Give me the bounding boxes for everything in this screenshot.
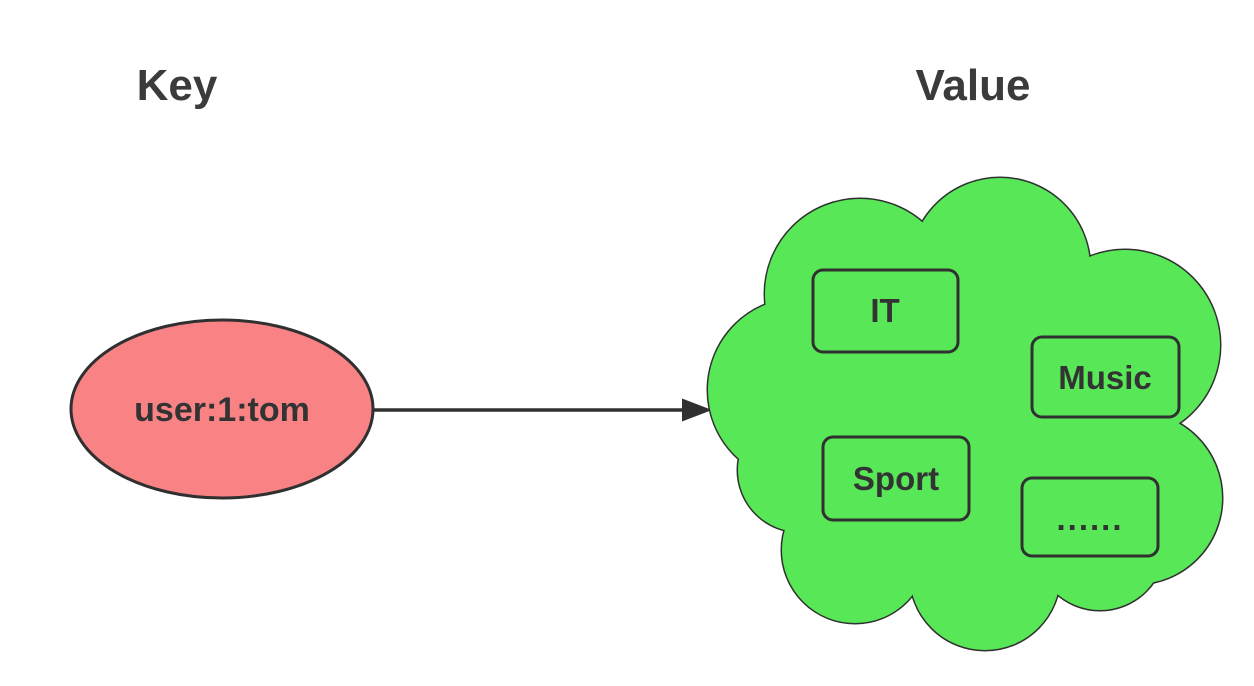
- key-node-label: user:1:tom: [134, 391, 310, 429]
- tag-box-shape: [1020, 476, 1160, 558]
- tag-label: IT: [870, 292, 899, 329]
- value-tag-music: Music: [1030, 335, 1181, 419]
- tag-label: ......: [1056, 500, 1123, 537]
- arrow-head-icon: [682, 398, 712, 422]
- value-tag-sport: Sport: [821, 435, 971, 522]
- value-heading: Value: [916, 61, 1031, 110]
- tag-box-shape: [821, 435, 971, 522]
- key-heading: Key: [137, 61, 218, 110]
- tag-box-shape: [1030, 335, 1181, 419]
- tag-label: Sport: [853, 460, 939, 497]
- key-node: user:1:tom: [69, 318, 375, 500]
- tag-label: Music: [1058, 359, 1152, 396]
- value-tag-it: IT: [811, 268, 960, 354]
- key-to-value-arrow: [372, 398, 712, 422]
- tag-box-shape: [811, 268, 960, 354]
- value-tag-more: ......: [1020, 476, 1160, 558]
